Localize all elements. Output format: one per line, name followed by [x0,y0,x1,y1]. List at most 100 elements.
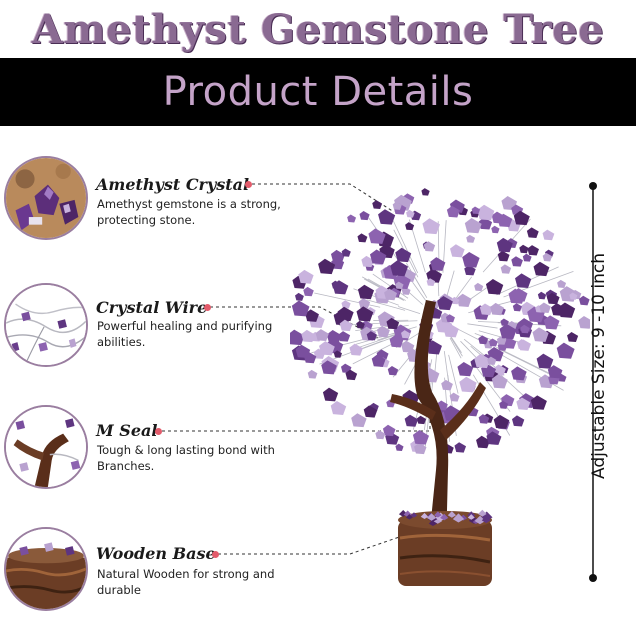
crystal-chip [303,286,314,297]
base-crystal-chip [481,516,491,524]
crystal-chip [512,303,522,312]
crystal-chip [490,302,504,316]
crystal-chip [332,280,349,295]
feature-title-wooden-base: Wooden Base [96,544,216,563]
base-crystal-chip [434,511,442,518]
crystal-chip [578,295,590,306]
base-crystal-chip [420,512,429,519]
crystal-chip [358,298,371,309]
crystal-chip [451,296,460,305]
feature-title-amethyst-crystal: Amethyst Crystal [96,175,250,194]
crystal-chip [488,338,498,347]
crystal-chip [519,244,529,254]
crystal-chip [330,249,345,263]
crystal-chip [511,366,527,381]
m-seal-thumbnail [4,405,88,489]
crystal-chip [298,269,314,284]
crystal-chip [305,309,319,322]
crystal-chip [476,435,490,449]
crystal-chip [446,205,460,218]
crystal-chip [368,228,386,244]
crystal-wire-thumbnail [4,283,88,367]
crystal-chip [321,360,337,375]
feature-desc-amethyst-crystal: Amethyst gemstone is a strong, protectin… [97,197,281,227]
crystal-chip [372,200,383,210]
tree-branch-left [390,394,436,420]
crystal-chip [405,222,415,231]
crystal-chip [522,253,532,262]
crystal-chip [338,331,351,342]
crystal-chip [356,320,365,329]
crystal-chip [319,341,335,356]
crystal-chip [567,332,579,343]
crystal-chip [474,282,484,292]
crystal-chip [499,323,517,340]
crystal-chip [557,279,567,288]
crystal-chip [478,414,490,424]
crystal-chip [457,362,474,377]
feature-title-m-seal: M Seal [96,421,158,440]
crystal-chip [290,329,305,346]
crystal-chip [341,248,351,257]
crystal-chip [462,251,480,268]
crystal-chip [357,284,375,300]
crystal-chip [333,350,343,358]
crystal-chip [363,405,378,418]
header-band: Product Details [0,58,636,126]
crystal-chip [456,293,472,307]
callout-dot-crystal-wire [204,304,211,311]
crystal-chip [361,255,374,268]
crystal-chip [477,204,495,221]
crystal-chip [301,329,316,343]
crystal-chip [392,201,402,210]
crystal-chip [450,244,465,258]
crystal-chip [493,364,506,376]
base-crystal-chip [474,515,486,525]
crystal-chip [330,400,347,415]
crystal-chip [497,342,508,351]
crystal-chip [345,369,358,381]
crystal-chip [384,288,398,301]
crystal-chip [401,330,411,339]
crystal-chip [401,340,415,353]
crystal-chip [491,374,508,389]
crystal-chip [536,353,554,369]
crystal-chip [533,261,550,277]
crystal-chip [401,286,411,295]
crystal-chip [486,431,502,445]
crystal-chip [511,256,523,267]
feature-desc-m-seal: Tough & long lasting bond with Branches. [97,443,275,473]
crystal-chip [423,241,436,252]
crystal-chip [326,330,342,344]
crystal-chip [369,249,387,265]
callout-dot-amethyst-crystal [245,181,252,188]
crystal-chip [389,335,404,348]
base-crystal-chip [433,517,443,524]
crystal-chip [479,303,493,316]
crystal-chip [454,442,467,453]
crystal-chip [341,300,351,309]
base-crystal-chip [405,514,413,520]
crystal-chip [437,296,453,311]
crystal-chip [537,291,547,300]
crystal-chip [382,424,396,437]
crystal-chip [542,229,555,241]
crystal-chip [416,415,427,425]
crystal-chip [426,340,442,355]
gemstone-tree-illustration [290,188,590,586]
crystal-chip [360,320,373,332]
crystal-chip [496,237,513,253]
crystal-chip [449,392,460,402]
crystal-chip [443,323,459,338]
crystal-chip [318,258,336,275]
crystal-chip [547,365,563,379]
base-crystal-chip [454,514,464,522]
crystal-chip [395,281,404,290]
crystal-chip [578,315,590,329]
crystal-chip [526,227,539,239]
feature-desc-wooden-base: Natural Wooden for strong and durable [97,567,275,597]
section-heading: Product Details [162,69,474,115]
crystal-chip [366,331,377,341]
crystal-chip [395,247,412,263]
base-crystal-chip [426,513,437,521]
